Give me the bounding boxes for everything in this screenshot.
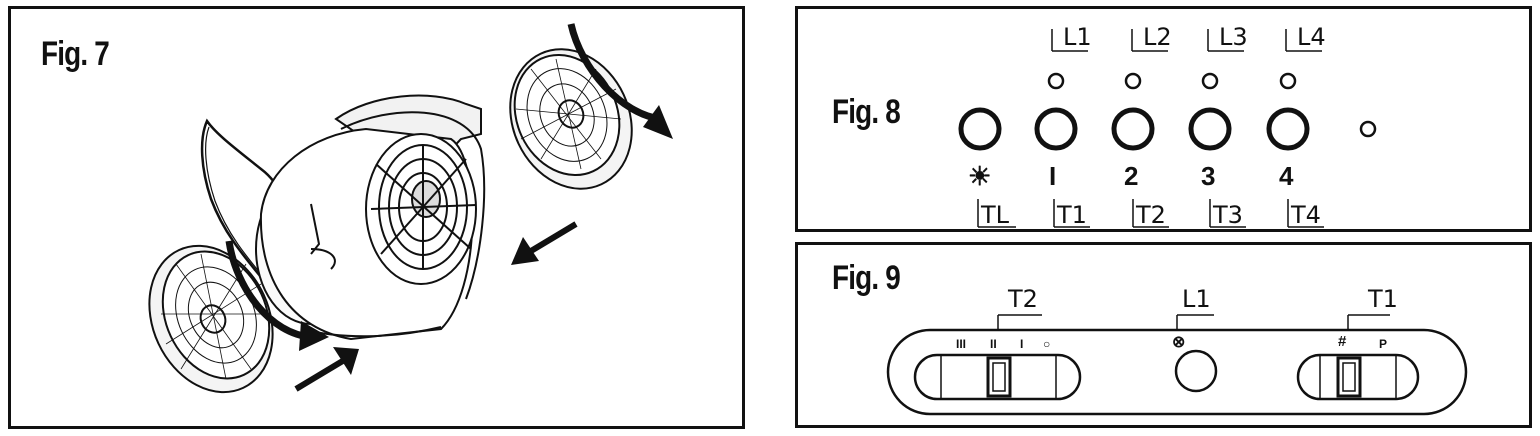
key-label-tl: TL [977, 199, 1016, 229]
button-speed-2 [1111, 107, 1155, 151]
key-label-t2: T2 [1132, 199, 1169, 229]
led-1 [1047, 72, 1065, 90]
rotate-arrow-bottom [225, 240, 312, 341]
key-label-text: T4 [1290, 201, 1321, 229]
led-extra [1359, 120, 1377, 138]
key-symbol-3: 3 [1201, 161, 1215, 191]
key-symbol-1: I [1049, 161, 1056, 191]
t1-label-text: T1 [1367, 285, 1398, 313]
led-3 [1201, 72, 1219, 90]
led-label-text: L1 [1063, 23, 1092, 51]
fig7-label: Fig. 7 [41, 35, 110, 73]
key-label-t4: T4 [1287, 199, 1324, 229]
key-label-t1: T1 [1053, 199, 1090, 229]
key-label-text: T2 [1135, 201, 1166, 229]
t2-label-text: T2 [1007, 285, 1038, 313]
led-label-text: L2 [1143, 23, 1172, 51]
off-mark: ○ [1043, 337, 1050, 351]
led-label-text: L3 [1219, 23, 1248, 51]
fig7-panel: Fig. 7 [8, 6, 745, 429]
key-label-t3: T3 [1209, 199, 1246, 229]
grease-filter-top [509, 48, 633, 190]
led-label-l3: L3 [1207, 23, 1248, 52]
led-label-l2: L2 [1131, 23, 1172, 52]
fig9-control-panel: T2 L1 T1 III II I ○ ⊗ [886, 285, 1468, 416]
l1-symbol-icon: ⊗ [1172, 334, 1185, 351]
fig7-illustration [148, 23, 673, 394]
button-speed-4 [1266, 107, 1310, 151]
rotate-arrow-bottom-head [299, 321, 329, 351]
led-label-l1: L1 [1051, 23, 1092, 52]
key-label-text: TL [980, 201, 1010, 229]
light-mark: # [1338, 333, 1347, 350]
speed-1-mark: I [1020, 337, 1023, 351]
speed-3-mark: III [956, 337, 966, 351]
led-label-l4: L4 [1285, 23, 1326, 52]
key-symbol-4: 4 [1279, 161, 1294, 191]
fig9-label: Fig. 9 [832, 259, 901, 297]
l1-indicator-light [1174, 349, 1218, 393]
insert-arrow-left [294, 356, 348, 392]
fig8-panel: Fig. 8 L1 L2 L3 L4 [795, 6, 1532, 232]
fig8-control-panel: L1 L2 L3 L4 ☀ I 2 3 [958, 23, 1377, 229]
rotate-arrow-top-head [643, 105, 673, 139]
button-speed-1 [1034, 107, 1078, 151]
key-label-text: T3 [1212, 201, 1243, 229]
key-label-text: T1 [1056, 201, 1087, 229]
led-4 [1279, 72, 1297, 90]
led-label-text: L4 [1297, 23, 1326, 51]
blower-motor [255, 94, 486, 341]
label-t1: T1 [1347, 285, 1398, 340]
button-speed-3 [1188, 107, 1232, 151]
fig8-label: Fig. 8 [832, 93, 901, 131]
speed-2-mark: II [990, 337, 997, 351]
led-2 [1124, 72, 1142, 90]
rotate-arrow-top [567, 23, 662, 123]
label-l1: L1 [1176, 285, 1214, 340]
insert-arrow-right [524, 221, 578, 257]
label-t2: T2 [997, 285, 1042, 340]
light-symbol-icon: ☀ [968, 161, 991, 191]
fig9-panel: Fig. 9 T2 L1 T1 III II I ○ ⊗ [795, 242, 1532, 428]
l1-label-text: L1 [1182, 285, 1211, 313]
p-mark: P [1379, 337, 1387, 351]
key-symbol-2: 2 [1124, 161, 1138, 191]
button-light [958, 107, 1002, 151]
